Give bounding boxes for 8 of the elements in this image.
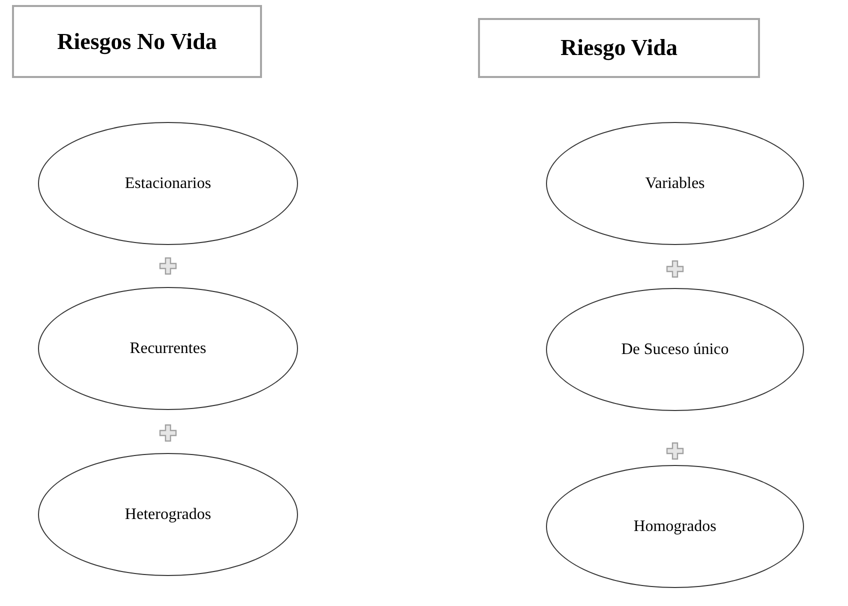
title-box: Riesgos No Vida bbox=[12, 5, 262, 78]
ellipse-node: Homogrados bbox=[546, 465, 804, 588]
ellipse-node: Recurrentes bbox=[38, 287, 298, 410]
ellipse-node: Variables bbox=[546, 122, 804, 245]
ellipse-node: Estacionarios bbox=[38, 122, 298, 245]
ellipse-node: Heterogrados bbox=[38, 453, 298, 576]
title-box: Riesgo Vida bbox=[478, 18, 760, 78]
ellipse-node: De Suceso único bbox=[546, 288, 804, 411]
